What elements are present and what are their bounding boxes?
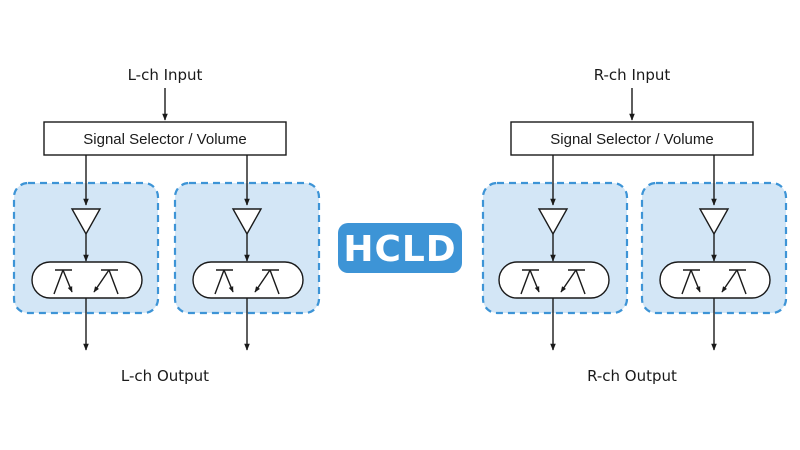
transistor-pair-icon <box>53 269 119 295</box>
transistor-pair-icon <box>520 269 586 295</box>
transistor-pair-capsule <box>31 261 143 299</box>
transistor-pair-capsule <box>498 261 610 299</box>
left-amp-panel-2 <box>173 155 321 351</box>
left-amp-panel-1 <box>12 155 160 351</box>
buffer-amp-triangle-icon <box>70 208 102 236</box>
buffer-amp-triangle-icon <box>698 208 730 236</box>
buffer-amp-triangle-icon <box>537 208 569 236</box>
left-input-label: L-ch Input <box>128 66 203 84</box>
right-signal-selector-box <box>510 121 754 156</box>
right-amp-panel-2 <box>640 155 788 351</box>
left-channel: L-ch Input Signal Selector / Volume <box>12 66 321 385</box>
hcld-badge-label: HCLD <box>343 229 456 270</box>
right-output-label: R-ch Output <box>587 367 677 385</box>
transistor-pair-capsule <box>659 261 771 299</box>
left-output-label: L-ch Output <box>121 367 209 385</box>
right-input-label: R-ch Input <box>594 66 671 84</box>
hcld-badge-background <box>338 223 462 273</box>
right-amp-panel-1 <box>481 155 629 351</box>
transistor-pair-icon <box>681 269 747 295</box>
right-channel: R-ch Input Signal Selector / Volume <box>481 66 788 385</box>
buffer-amp-triangle-icon <box>231 208 263 236</box>
transistor-pair-icon <box>214 269 280 295</box>
hcld-badge: HCLD <box>338 223 462 273</box>
left-signal-selector-box <box>43 121 287 156</box>
left-signal-selector-label: Signal Selector / Volume <box>83 131 246 148</box>
transistor-pair-capsule <box>192 261 304 299</box>
right-signal-selector-label: Signal Selector / Volume <box>550 131 713 148</box>
